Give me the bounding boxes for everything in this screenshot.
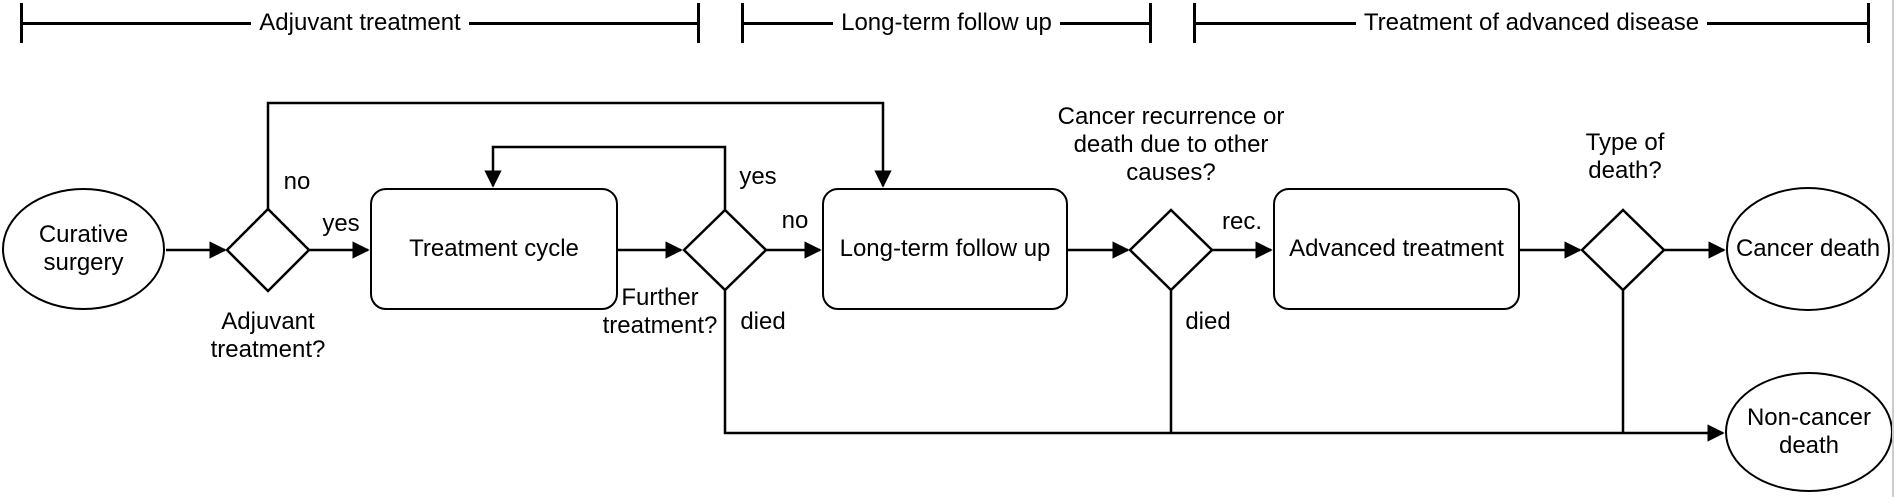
- decision-further-treatment-diamond: [682, 208, 768, 292]
- edge-label-recurrence-died: died: [1185, 308, 1231, 335]
- bracket-line: [468, 21, 698, 25]
- decision-label-further-treatment: Further treatment?: [602, 284, 718, 339]
- edge-label-further-yes: yes: [739, 163, 777, 190]
- bracket-line: [1196, 21, 1356, 25]
- bracket-line: [1707, 21, 1867, 25]
- decision-label-cancer-recurrence: Cancer recurrence or death due to other …: [1057, 103, 1285, 186]
- decision-cancer-recurrence-diamond: [1128, 208, 1214, 292]
- edge-further-yes-loop-to-treatment-cycle: [484, 145, 727, 210]
- node-curative-surgery: Curative surgery: [2, 188, 165, 310]
- phase-label-adjuvant: Adjuvant treatment: [259, 9, 461, 36]
- edge-label-adjuvant-no: no: [283, 168, 311, 195]
- bracket-tick-right: [1867, 3, 1870, 43]
- node-treatment-cycle: Treatment cycle: [370, 188, 618, 310]
- edge-label-adjuvant-yes: yes: [322, 210, 360, 237]
- bracket-tick-left: [1193, 3, 1196, 43]
- node-non-cancer-death: Non-cancer death: [1725, 372, 1892, 492]
- edge-died-merge-to-non-cancer-death: [723, 290, 1725, 442]
- bracket-tick-right: [697, 3, 701, 43]
- edge-label-further-died: died: [740, 308, 786, 335]
- decision-type-of-death-diamond: [1580, 208, 1666, 292]
- bracket-line: [1059, 21, 1149, 25]
- node-cancer-death: Cancer death: [1726, 187, 1890, 311]
- bracket-tick-left: [741, 3, 744, 43]
- decision-label-type-of-death: Type of death?: [1585, 129, 1665, 184]
- phase-bracket-follow-up: Long-term follow up: [741, 3, 1152, 43]
- bracket-tick-left: [20, 3, 23, 43]
- edge-adjuvant-no-to-follow-up: [266, 101, 892, 210]
- phase-label-follow-up: Long-term follow up: [841, 9, 1052, 36]
- edge-label-further-no: no: [781, 207, 809, 234]
- phase-bracket-advanced: Treatment of advanced disease: [1193, 3, 1870, 43]
- phase-bracket-adjuvant: Adjuvant treatment: [20, 3, 701, 43]
- bracket-line: [744, 21, 834, 25]
- node-advanced-treatment: Advanced treatment: [1273, 188, 1520, 310]
- phase-label-advanced: Treatment of advanced disease: [1363, 9, 1700, 36]
- edge-label-recurrence-rec: rec.: [1221, 208, 1263, 235]
- decision-label-adjuvant-treatment: Adjuvant treatment?: [210, 308, 326, 363]
- decision-adjuvant-treatment-diamond: [225, 207, 311, 293]
- bracket-line: [23, 21, 252, 25]
- bracket-tick-right: [1149, 3, 1152, 43]
- node-long-term-follow-up: Long-term follow up: [822, 188, 1068, 310]
